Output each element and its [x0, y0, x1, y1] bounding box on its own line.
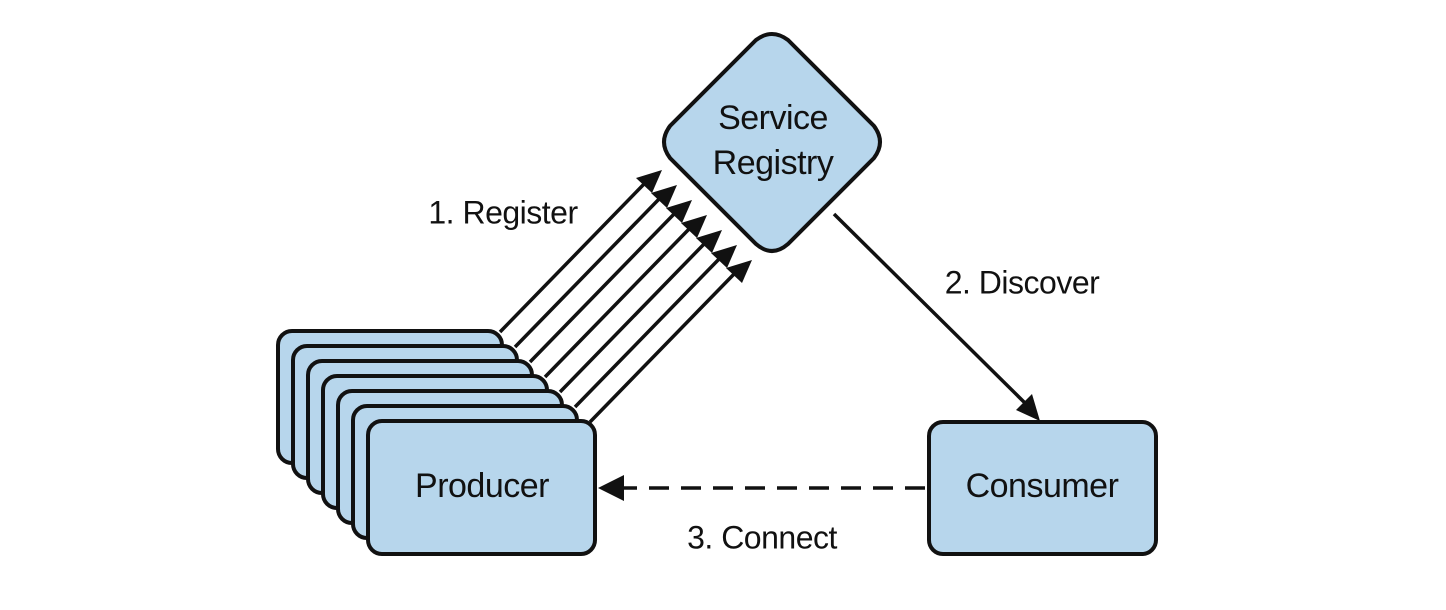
discover-label: 2. Discover	[945, 264, 1100, 300]
register-arrowhead	[636, 170, 662, 193]
register-arrowhead	[696, 230, 722, 253]
producer-node	[366, 419, 597, 556]
discover-arrowhead	[1016, 394, 1040, 421]
registry-diamond	[662, 32, 882, 253]
service-registry-node: Service Registry	[662, 32, 882, 253]
producer-stack: Producer	[276, 329, 597, 556]
consumer-node: Consumer	[927, 420, 1158, 556]
registry-label-line2: Registry	[713, 144, 834, 182]
registry-label-line1: Service	[718, 99, 828, 137]
consumer-box	[927, 420, 1158, 556]
register-label: 1. Register	[428, 194, 578, 230]
register-arrowhead	[681, 215, 707, 238]
register-arrowhead	[666, 200, 692, 223]
connect-edge	[598, 475, 925, 501]
register-arrowhead	[711, 245, 737, 268]
register-arrow	[513, 195, 663, 349]
consumer-label: Consumer	[966, 467, 1119, 505]
discover-edge	[832, 212, 1040, 421]
register-arrow	[573, 255, 723, 409]
register-arrows	[498, 170, 752, 424]
register-arrow	[543, 225, 693, 379]
connect-label: 3. Connect	[687, 519, 837, 555]
register-arrow	[498, 180, 648, 334]
connect-arrowhead	[598, 475, 624, 501]
discover-arrow	[832, 212, 1028, 406]
register-arrow	[528, 210, 678, 364]
register-arrowhead	[651, 185, 677, 208]
producer-label: Producer	[415, 467, 549, 505]
register-arrow	[558, 240, 708, 394]
register-arrowhead	[726, 260, 752, 283]
register-arrow	[588, 270, 738, 424]
